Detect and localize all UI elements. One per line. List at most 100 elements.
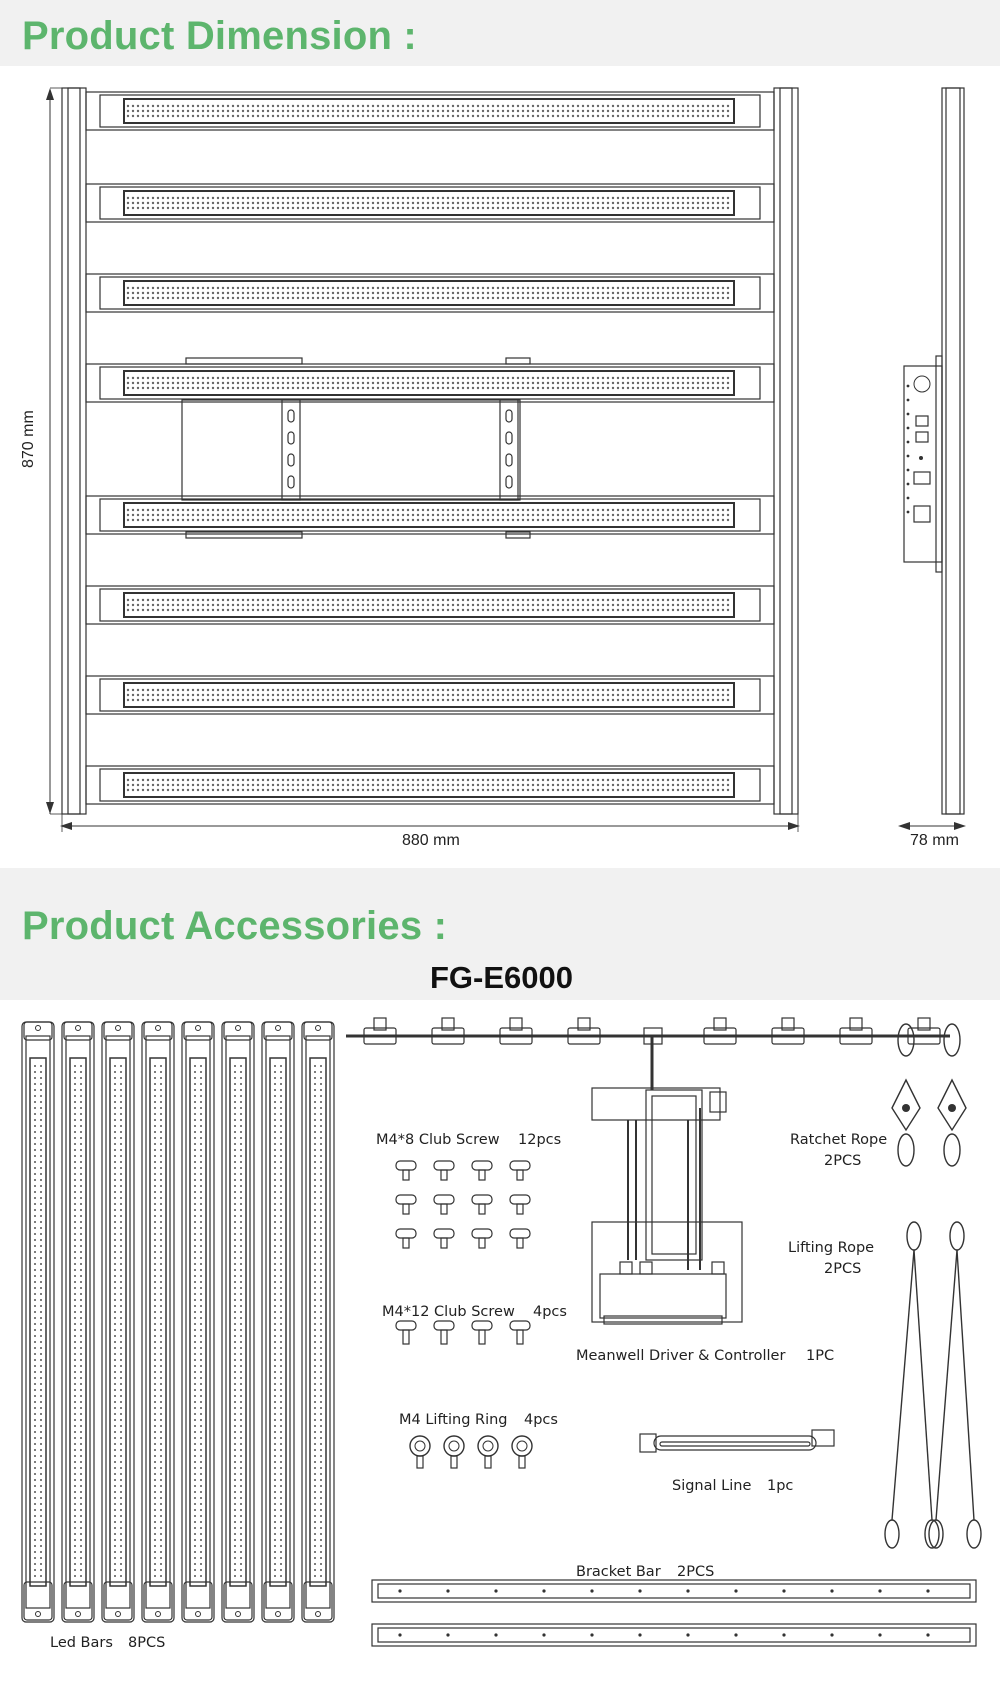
led-dot [391,778,395,782]
led-dot [526,196,530,200]
led-dot [381,381,385,385]
led-dot [154,1383,156,1385]
accessory-bar-endcap-bottom [183,1581,213,1621]
led-dot [234,1137,236,1139]
led-dot [516,778,520,782]
led-dot [146,286,150,290]
width-arrow-right [788,822,800,830]
endcap-hole [115,1611,121,1617]
led-dot [661,201,665,205]
led-dot [501,508,505,512]
led-dot [651,603,655,607]
led-dot [120,1389,122,1391]
led-dot [114,1533,116,1535]
led-dot [34,1269,36,1271]
accessory-bar-endcap-bottom [103,1581,133,1621]
led-dot [156,296,160,300]
led-dot [274,1389,276,1391]
led-dot [154,1185,156,1187]
led-dot [40,1461,42,1463]
led-dot [666,196,670,200]
led-dot [234,1305,236,1307]
led-dot [511,386,515,390]
led-dot [171,291,175,295]
led-dot [566,778,570,782]
led-dot [256,296,260,300]
led-dot [194,1419,196,1421]
led-dot [80,1413,82,1415]
led-dot [136,104,140,108]
led-dot [721,783,725,787]
bracket-bar-body [371,1579,977,1603]
led-dot [201,508,205,512]
led-dot [421,598,425,602]
led-dot [716,698,720,702]
led-dot [421,698,425,702]
led-dot [256,381,260,385]
led-dot [526,603,530,607]
led-dot [576,783,580,787]
led-dot [501,386,505,390]
led-dot [240,1395,242,1397]
led-dot [236,508,240,512]
led-dot [274,1407,276,1409]
led-dot [211,104,215,108]
led-dot [320,1077,322,1079]
led-dot [456,109,460,113]
led-dot [651,608,655,612]
led-dot [686,608,690,612]
led-dot [261,104,265,108]
led-dot [201,296,205,300]
led-dot [721,608,725,612]
led-dot [234,1233,236,1235]
led-dot [280,1287,282,1289]
accessory-bar-endcap-top [63,1021,93,1041]
led-dot [194,1239,196,1241]
led-dot [196,196,200,200]
bracket-hole [782,1633,786,1637]
led-dot [416,508,420,512]
led-dot [631,513,635,517]
led-dot [194,1125,196,1127]
led-dot [481,603,485,607]
led-dot [256,291,260,295]
led-dot [40,1431,42,1433]
led-dot [426,376,430,380]
endcap-hole [195,1025,201,1031]
led-dot [381,518,385,522]
led-dot [194,1329,196,1331]
led-bar-lens [123,98,735,124]
bracket-slot [505,453,513,467]
led-dot [154,1575,156,1577]
led-dot [234,1101,236,1103]
led-dot [476,386,480,390]
led-dot [591,206,595,210]
led-dot [271,598,275,602]
led-dot [256,104,260,108]
led-dot [516,296,520,300]
led-row-mid [126,513,730,517]
led-dot [196,603,200,607]
led-dot [216,386,220,390]
led-dot [34,1125,36,1127]
led-dot [331,206,335,210]
led-dot [320,1179,322,1181]
led-dot [120,1461,122,1463]
led-dot [246,291,250,295]
led-dot [366,376,370,380]
led-dot [280,1317,282,1319]
led-dot [671,608,675,612]
led-dot [181,508,185,512]
led-dot [256,109,260,113]
led-dot [194,1311,196,1313]
led-dot [716,104,720,108]
led-dot [351,381,355,385]
led-dot [456,196,460,200]
led-dot [321,114,325,118]
led-dot [291,381,295,385]
led-dot [240,1479,242,1481]
led-dot [276,778,280,782]
led-dot [701,598,705,602]
ratchet-rope [937,1023,967,1167]
led-dot [536,196,540,200]
